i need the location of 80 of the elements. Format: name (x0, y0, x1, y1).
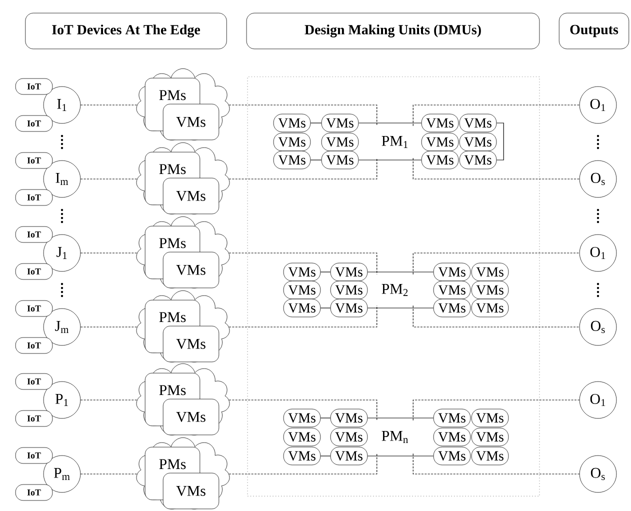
vm-pill: VMs (330, 446, 368, 466)
vms-box: VMs (162, 398, 220, 436)
vm-pill: VMs (459, 114, 497, 132)
connector-line (412, 252, 580, 275)
connector-line (412, 400, 580, 421)
iot-pill: IoT (15, 337, 53, 354)
vm-pill: VMs (471, 280, 509, 300)
header-box: Design Making Units (DMUs) (246, 12, 540, 50)
vm-pill: VMs (433, 446, 471, 466)
vm-pill: VMs (330, 298, 368, 318)
vm-pill: VMs (421, 132, 459, 152)
connector-line (310, 122, 322, 124)
connector-line (412, 158, 580, 180)
vm-pill: VMs (471, 298, 509, 318)
connector-line (358, 122, 422, 124)
vm-pill: VMs (273, 150, 311, 170)
iot-pill: IoT (15, 373, 53, 390)
connector-line (228, 158, 378, 180)
pm-label: PM$_{n}$ (382, 431, 408, 443)
connector-line (80, 178, 138, 180)
pm-label: PM$_{2}$ (382, 284, 408, 296)
connector-line (228, 104, 378, 126)
vm-pill: VMs (321, 132, 359, 152)
iot-pill: IoT (15, 447, 53, 464)
connector-line (412, 453, 580, 474)
iot-pill: IoT (15, 115, 53, 132)
vm-pill: VMs (321, 114, 359, 132)
vms-box: VMs (162, 178, 220, 214)
vms-box: VMs (162, 326, 220, 362)
iot-pill: IoT (15, 152, 53, 169)
connector-line (228, 400, 378, 421)
vm-pill: VMs (471, 428, 509, 446)
connector-line (80, 104, 138, 106)
iot-pill: IoT (15, 189, 53, 206)
connector-line (80, 252, 138, 254)
iot-pill: IoT (15, 484, 53, 501)
vm-pill: VMs (330, 262, 368, 282)
dotted-region (247, 76, 540, 497)
vm-pill: VMs (433, 428, 471, 446)
vm-pill: VMs (283, 262, 321, 282)
pm-label: PM$_{1}$ (382, 136, 408, 148)
vms-box: VMs (162, 472, 220, 510)
vm-pill: VMs (330, 280, 368, 300)
vm-pill: VMs (283, 280, 321, 300)
connector-line (228, 305, 378, 328)
vm-pill: VMs (471, 262, 509, 282)
connector-line (412, 104, 580, 126)
iot-pill: IoT (15, 263, 53, 280)
vm-pill: VMs (283, 446, 321, 466)
vm-pill: VMs (273, 132, 311, 152)
vm-pill: VMs (421, 150, 459, 170)
vm-pill: VMs (433, 262, 471, 282)
vm-pill: VMs (330, 408, 368, 428)
vm-pill: VMs (459, 132, 497, 152)
vm-pill: VMs (433, 298, 471, 318)
vm-pill: VMs (421, 114, 459, 132)
vm-pill: VMs (321, 150, 359, 170)
vms-box: VMs (162, 104, 220, 140)
vm-pill: VMs (433, 280, 471, 300)
vm-pill: VMs (273, 114, 311, 132)
vm-pill: VMs (283, 298, 321, 318)
connector-line (412, 305, 580, 328)
vm-pill: VMs (459, 150, 497, 170)
vm-pill: VMs (283, 408, 321, 428)
header-box: Outputs (558, 12, 630, 50)
iot-pill: IoT (15, 410, 53, 427)
iot-pill: IoT (15, 78, 53, 95)
vm-pill: VMs (330, 428, 368, 446)
vm-pill: VMs (471, 446, 509, 466)
connector-line (80, 326, 138, 328)
vm-pill: VMs (433, 408, 471, 428)
vms-box: VMs (162, 252, 220, 288)
iot-pill: IoT (15, 300, 53, 317)
iot-pill: IoT (15, 226, 53, 243)
connector-line (496, 122, 504, 160)
vm-pill: VMs (283, 428, 321, 446)
connector-line (228, 453, 378, 474)
vm-pill: VMs (471, 408, 509, 428)
header-box: IoT Devices At The Edge (25, 12, 227, 50)
connector-line (228, 252, 378, 275)
